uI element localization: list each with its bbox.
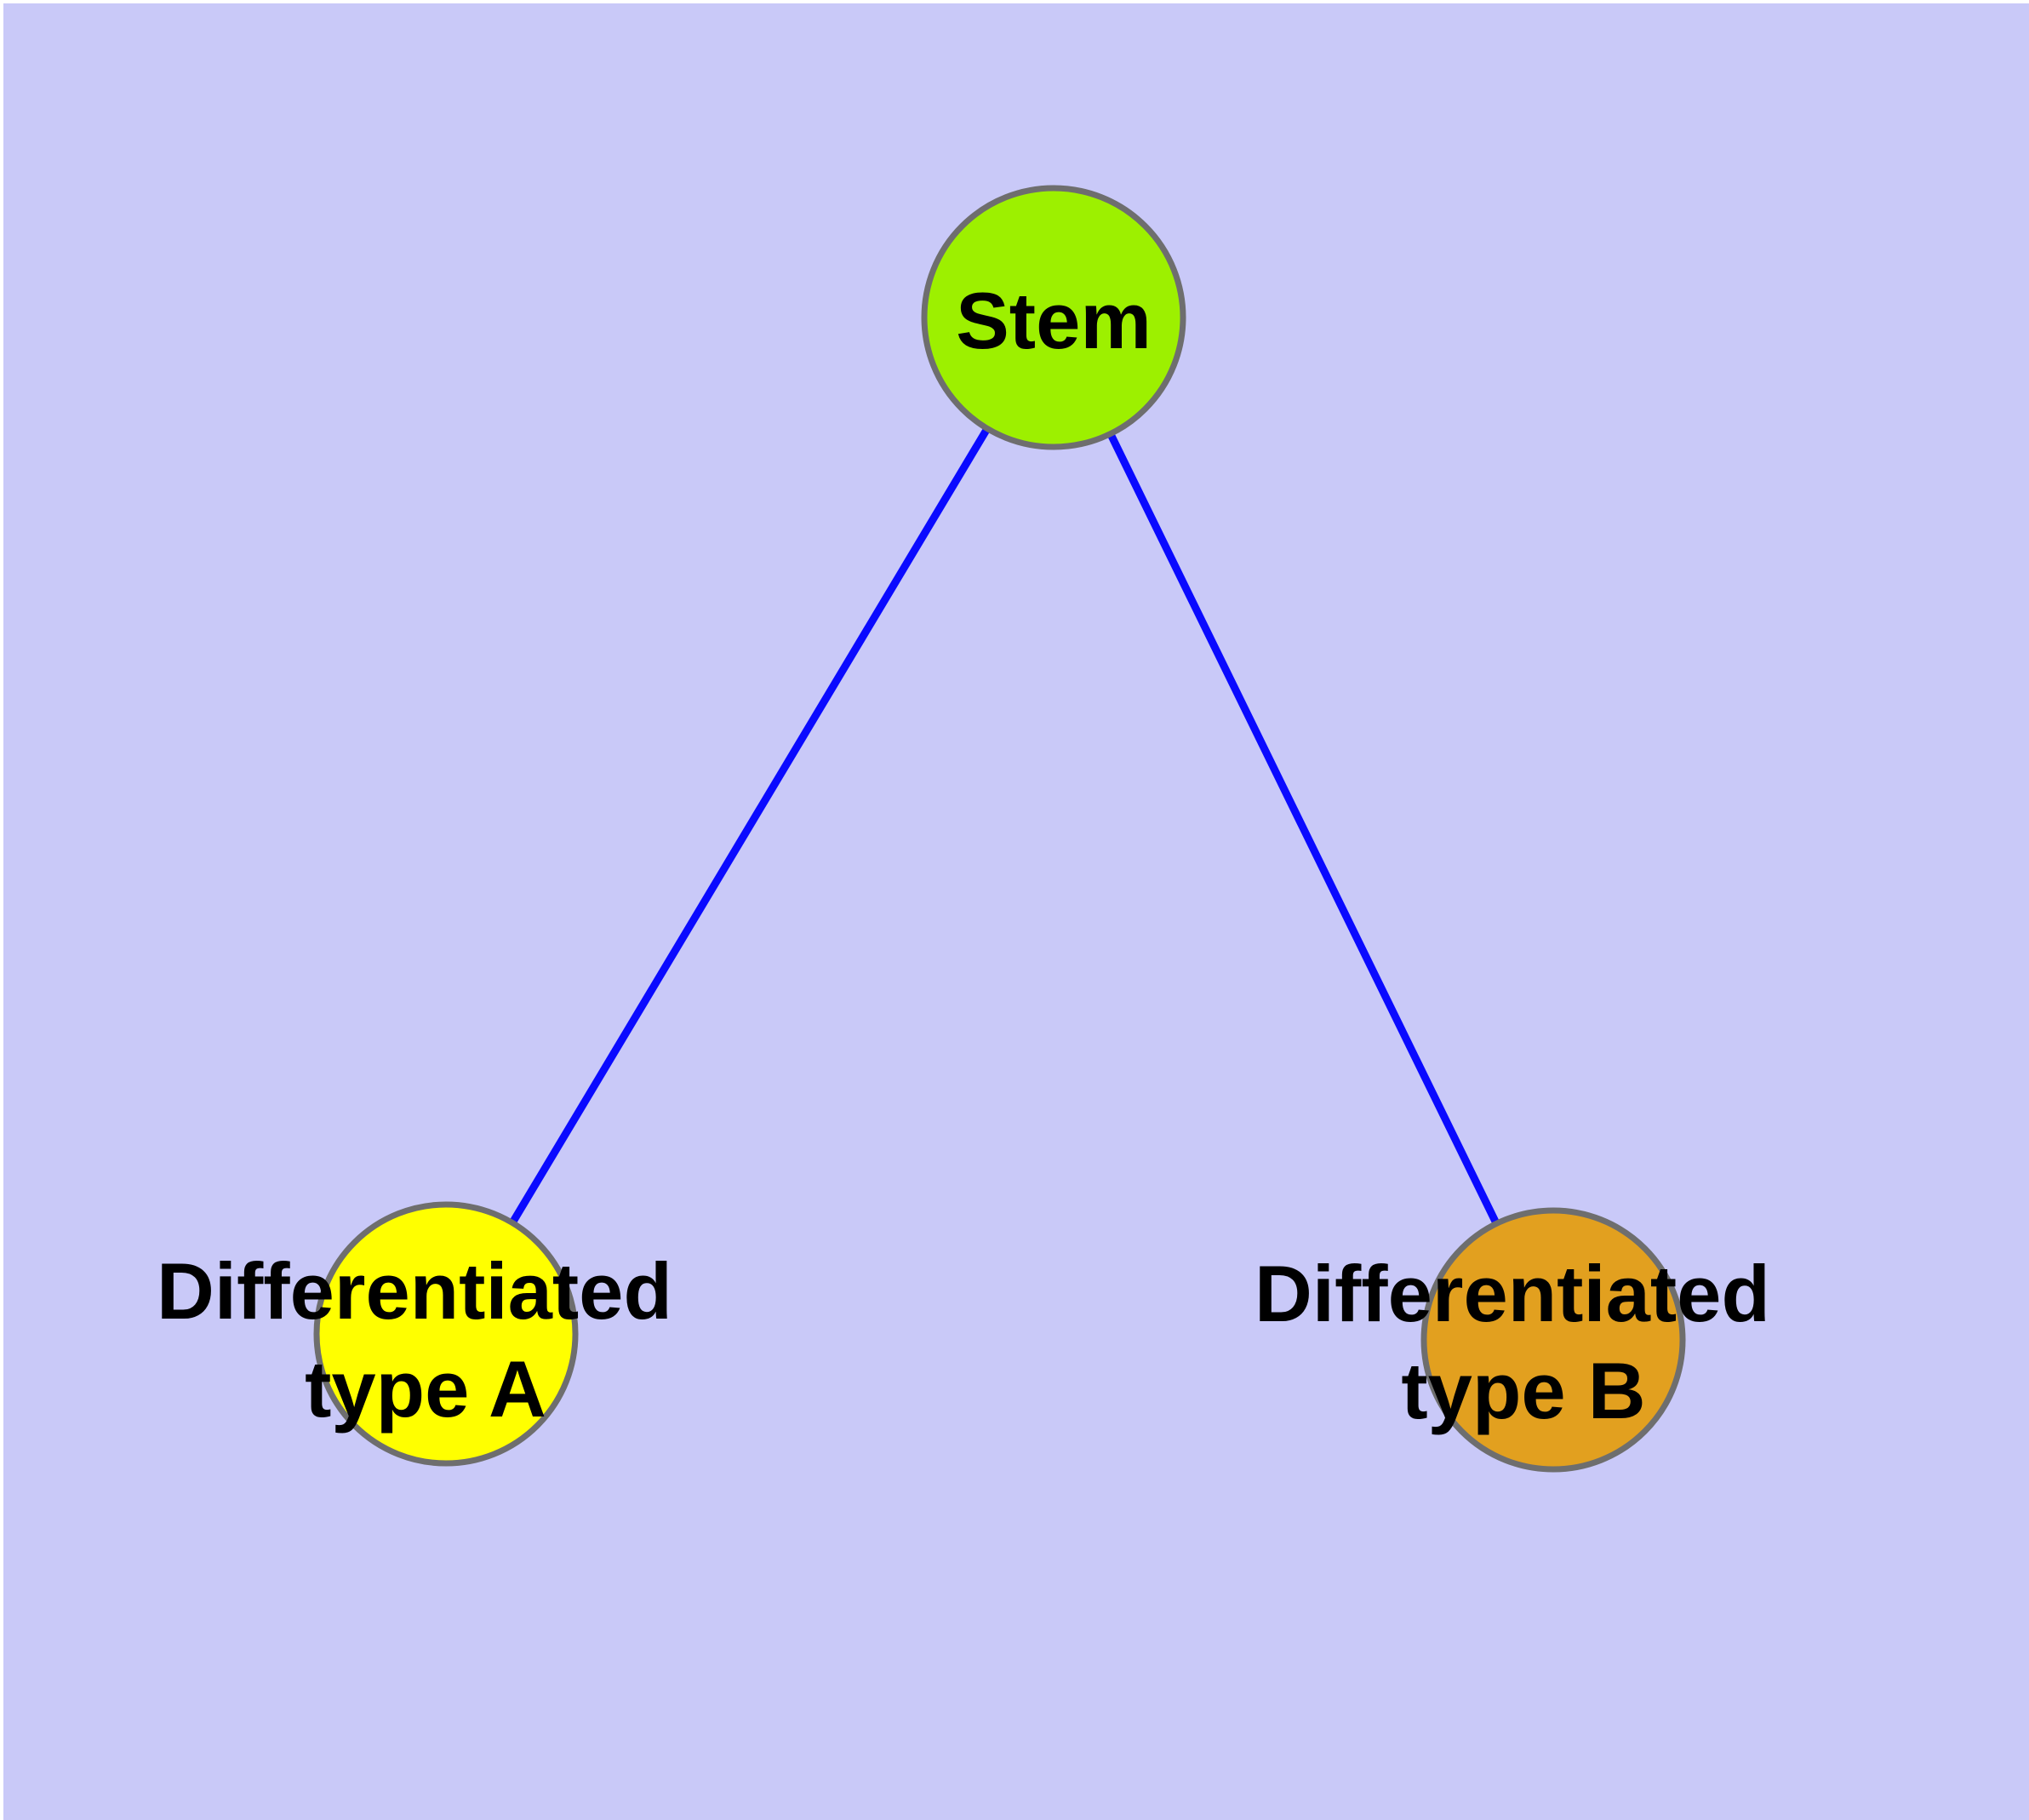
node-type-b (1420, 1207, 1686, 1473)
edge-stem-to-type-a (443, 315, 1057, 1336)
node-label-line: type B (1401, 1346, 1645, 1435)
node-type-a (313, 1201, 579, 1467)
node-label-line: type A (305, 1344, 546, 1434)
node-type-b-label: Differentiated type B (1255, 1249, 1792, 1435)
node-type-a-label: Differentiated type A (157, 1246, 694, 1434)
node-stem (921, 185, 1186, 450)
node-stem-label: Stem (956, 276, 1152, 365)
node-label-line: Differentiated (157, 1246, 672, 1336)
edge-stem-to-type-b (1049, 316, 1557, 1342)
node-label-line: Differentiated (1255, 1249, 1770, 1338)
node-label-line: Stem (956, 276, 1152, 365)
